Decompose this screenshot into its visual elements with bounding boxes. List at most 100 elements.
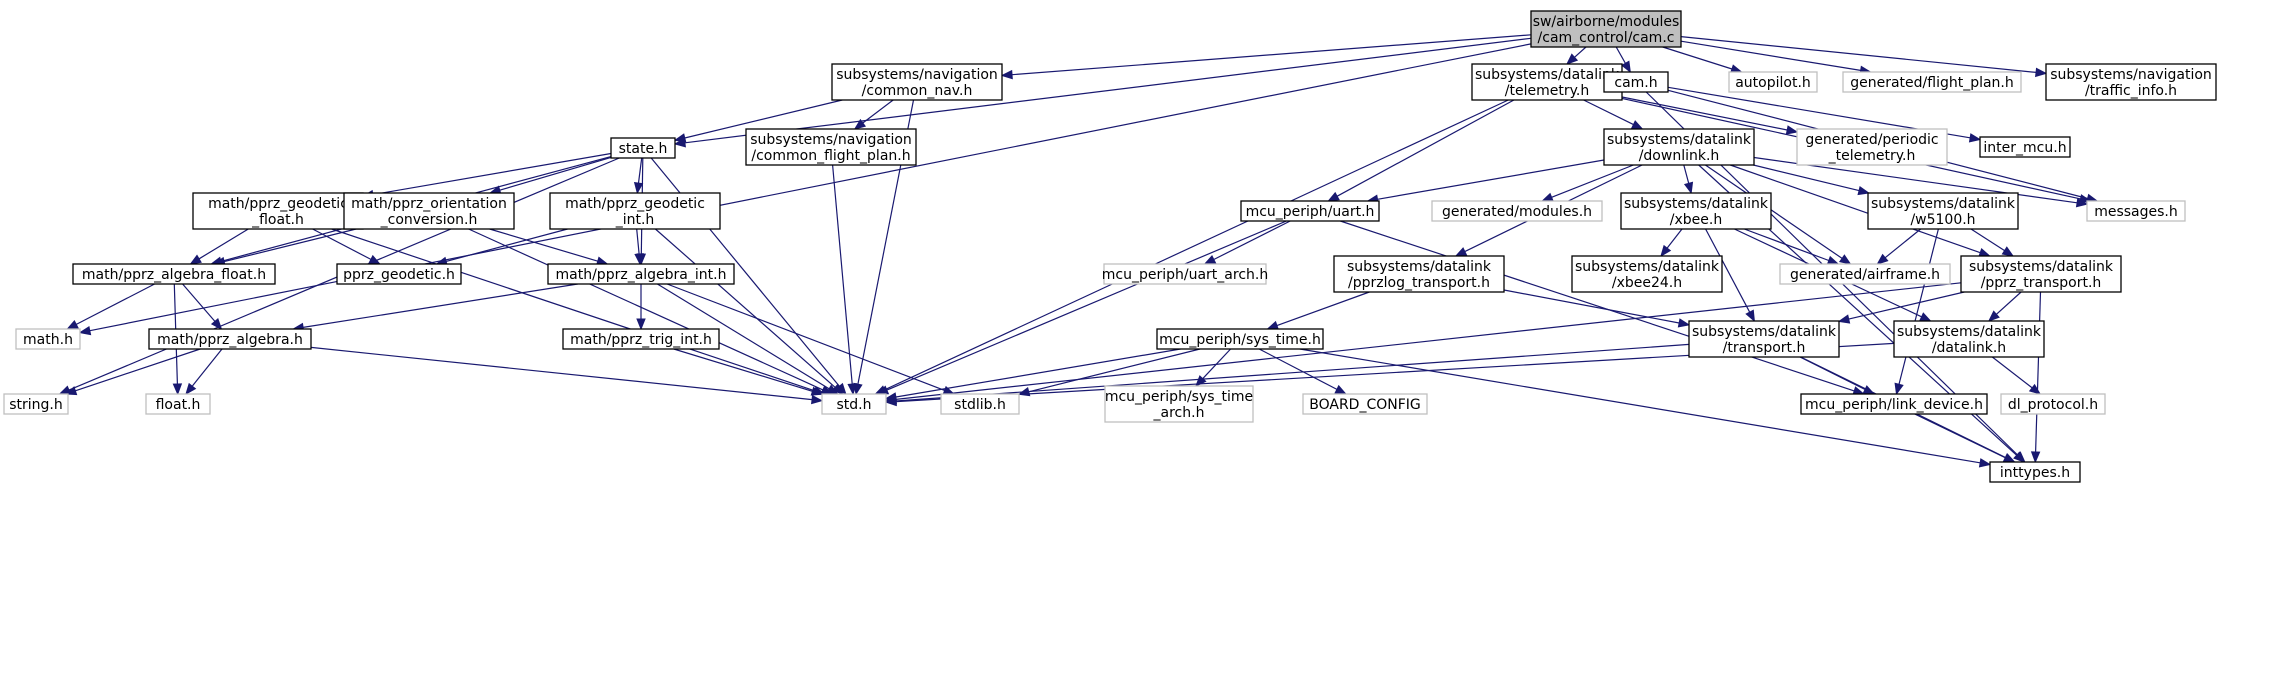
node-transport-h[interactable]: subsystems/datalink/transport.h	[1688, 320, 1840, 358]
node-label: math/pprz_algebra_int.h	[556, 267, 727, 283]
edge-xbee_h-to-xbee24_h	[1660, 228, 1683, 258]
node-box	[562, 328, 720, 350]
node-pprz-algebra-h[interactable]: math/pprz_algebra.h	[148, 328, 312, 350]
node-traffic-info-h[interactable]: subsystems/navigation/traffic_info.h	[2045, 63, 2217, 101]
node-label: subsystems/datalink	[1897, 324, 2042, 340]
node-box	[831, 63, 1003, 101]
node-label: subsystems/datalink	[1624, 196, 1769, 212]
edge-common_flight_plan_h-to-std_h	[832, 164, 857, 396]
node-box	[1688, 320, 1840, 358]
node-cam-h[interactable]: cam.h	[1603, 71, 1669, 93]
node-pprz-transport-h[interactable]: subsystems/datalink/pprz_transport.h	[1960, 255, 2122, 293]
node-label: subsystems/datalink	[1475, 67, 1620, 83]
node-label: _arch.h	[1153, 405, 1205, 421]
node-label: generated/airframe.h	[1790, 267, 1940, 283]
node-inttypes-h[interactable]: inttypes.h	[1989, 461, 2081, 483]
node-box	[2000, 393, 2106, 415]
edge-w5100_h-to-gen_airframe_h	[1876, 228, 1922, 265]
node-link-device-h[interactable]: mcu_periph/link_device.h	[1800, 393, 1988, 415]
node-pprz-trig-int-h[interactable]: math/pprz_trig_int.h	[562, 328, 720, 350]
node-label: /pprzlog_transport.h	[1348, 275, 1490, 291]
edge-uart_h-to-uart_arch_h	[1203, 220, 1291, 265]
node-box	[343, 192, 515, 230]
node-xbee24-h[interactable]: subsystems/datalink/xbee24.h	[1571, 255, 1723, 293]
edge-pprz_transport_h-to-datalink_h	[1987, 291, 2022, 322]
node-common-flight-plan-h[interactable]: subsystems/navigation/common_flight_plan…	[745, 128, 917, 166]
edge-cam_c-to-autopilot_h	[1662, 46, 1743, 74]
node-label: /w5100.h	[1910, 212, 1975, 228]
node-box	[745, 128, 917, 166]
node-label: dl_protocol.h	[2008, 397, 2098, 413]
node-label: /common_nav.h	[862, 83, 973, 99]
node-cam-c: sw/airborne/modules/cam_control/cam.c	[1530, 10, 1682, 48]
node-pprz-algebra-float-h[interactable]: math/pprz_algebra_float.h	[72, 263, 276, 285]
node-box	[3, 393, 69, 415]
edge-xbee_h-to-gen_airframe_h	[1744, 228, 1840, 265]
node-label: mcu_periph/uart_arch.h	[1102, 267, 1268, 283]
node-inter-mcu-h[interactable]: inter_mcu.h	[1979, 136, 2071, 158]
node-label: /xbee24.h	[1612, 275, 1682, 291]
node-box	[1571, 255, 1723, 293]
node-box	[1333, 255, 1505, 293]
node-label: autopilot.h	[1735, 75, 1811, 91]
node-box	[336, 263, 462, 285]
node-common-nav-h[interactable]: subsystems/navigation/common_nav.h	[831, 63, 1003, 101]
node-label: /downlink.h	[1639, 148, 1720, 164]
node-label: /common_flight_plan.h	[751, 148, 910, 164]
node-box	[1796, 128, 1948, 166]
node-gen-flight-plan-h: generated/flight_plan.h	[1842, 71, 2022, 93]
node-label: mcu_periph/uart.h	[1246, 204, 1375, 220]
edge-pprzlog_transport_h-to-transport_h	[1503, 289, 1691, 328]
node-label: inter_mcu.h	[1983, 140, 2066, 156]
node-autopilot-h: autopilot.h	[1728, 71, 1818, 93]
node-label: messages.h	[2094, 204, 2178, 220]
node-downlink-h[interactable]: subsystems/datalink/downlink.h	[1603, 128, 1755, 166]
edge-pprz_geodetic_int_h-to-pprz_geodetic_h	[435, 228, 568, 266]
node-board-config: BOARD_CONFIG	[1302, 393, 1428, 415]
node-label: subsystems/navigation	[750, 132, 912, 148]
edge-downlink_h-to-gen_airframe_h	[1705, 164, 1852, 265]
node-uart-h[interactable]: mcu_periph/uart.h	[1240, 200, 1380, 222]
node-xbee-h[interactable]: subsystems/datalink/xbee.h	[1620, 192, 1772, 230]
node-box	[1728, 71, 1818, 93]
node-box	[1620, 192, 1772, 230]
node-pprz-orientation-conversion-h[interactable]: math/pprz_orientation_conversion.h	[343, 192, 515, 230]
node-sys-time-h[interactable]: mcu_periph/sys_time.h	[1156, 328, 1324, 350]
node-sys-time-arch-h: mcu_periph/sys_time_arch.h	[1104, 385, 1254, 423]
node-pprz-algebra-int-h[interactable]: math/pprz_algebra_int.h	[547, 263, 735, 285]
edge-pprz_geodetic_float_h-to-pprz_algebra_float_h	[189, 228, 249, 265]
node-label: subsystems/navigation	[2050, 67, 2212, 83]
node-label: _float.h	[251, 212, 304, 228]
node-state-h[interactable]: state.h	[610, 137, 676, 159]
node-pprzlog-transport-h[interactable]: subsystems/datalink/pprzlog_transport.h	[1333, 255, 1505, 293]
edge-telemetry_h-to-std_h	[874, 99, 1509, 395]
node-pprz-geodetic-int-h[interactable]: math/pprz_geodetic_int.h	[549, 192, 721, 230]
node-label: math/pprz_geodetic	[208, 196, 348, 212]
node-w5100-h[interactable]: subsystems/datalink/w5100.h	[1867, 192, 2019, 230]
node-telemetry-h[interactable]: subsystems/datalink/telemetry.h	[1471, 63, 1623, 101]
node-stdlib-h: stdlib.h	[940, 393, 1020, 415]
node-uart-arch-h: mcu_periph/uart_arch.h	[1102, 263, 1268, 285]
node-math-h: math.h	[15, 328, 81, 350]
node-box	[1842, 71, 2022, 93]
node-label: _conversion.h	[380, 212, 478, 228]
node-pprz-geodetic-h[interactable]: pprz_geodetic.h	[336, 263, 462, 285]
edge-xbee_h-to-transport_h	[1705, 228, 1756, 323]
edge-downlink_h-to-w5100_h	[1753, 164, 1871, 196]
node-box	[1302, 393, 1428, 415]
edge-datalink_h-to-dl_protocol_h	[1991, 356, 2042, 395]
node-label: subsystems/datalink	[1969, 259, 2114, 275]
edge-pprz_algebra_h-to-string_h	[64, 348, 201, 396]
edge-cam_c-to-telemetry_h	[1565, 46, 1587, 65]
node-pprz-geodetic-float-h[interactable]: math/pprz_geodetic_float.h	[192, 192, 364, 230]
node-label: /xbee.h	[1670, 212, 1722, 228]
edge-cam_c-to-common_nav_h	[1000, 34, 1532, 80]
node-box	[1779, 263, 1951, 285]
edge-sys_time_h-to-sys_time_arch_h	[1194, 348, 1232, 387]
node-datalink-h[interactable]: subsystems/datalink/datalink.h	[1893, 320, 2045, 358]
node-label: /datalink.h	[1932, 340, 2006, 356]
node-box	[547, 263, 735, 285]
edge-sys_time_h-to-inttypes_h	[1299, 348, 1992, 468]
node-box	[1800, 393, 1988, 415]
node-label: mcu_periph/sys_time.h	[1159, 332, 1321, 348]
